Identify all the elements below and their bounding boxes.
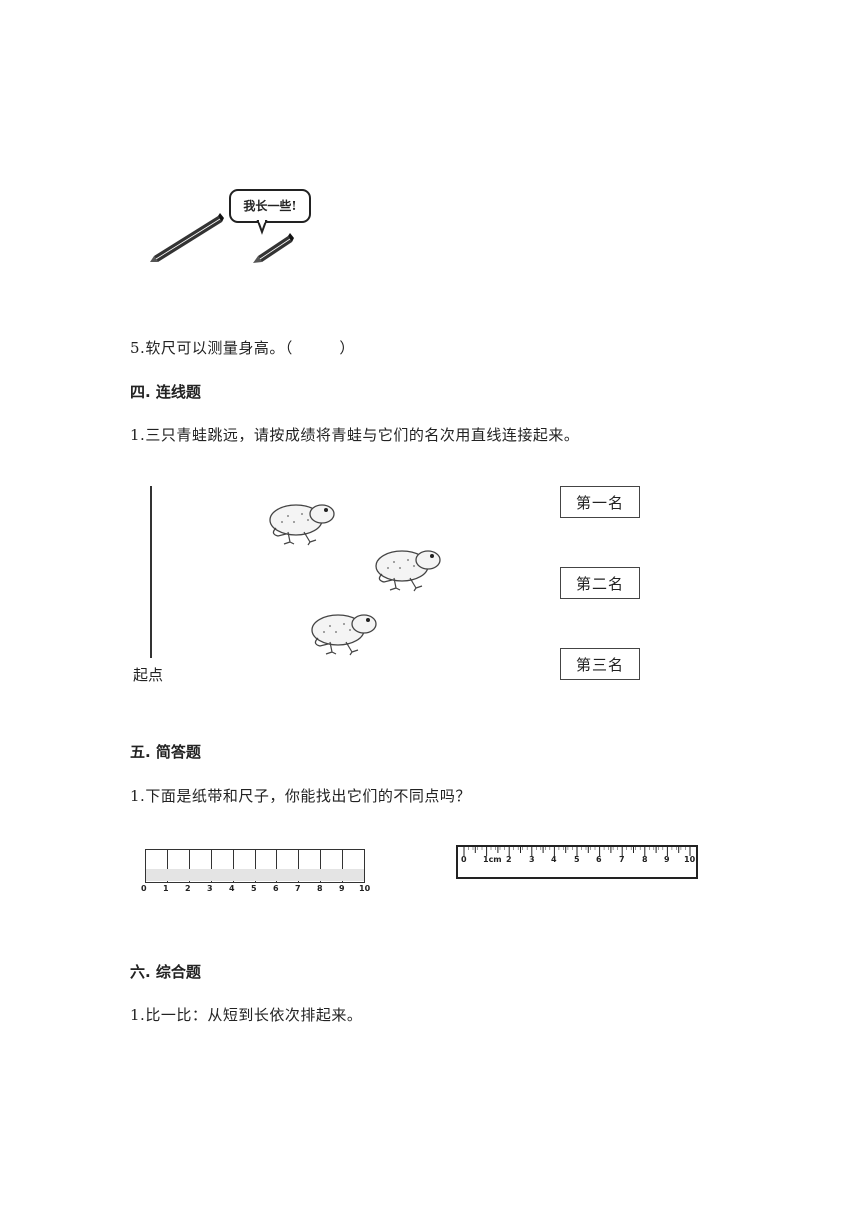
speech-bubble-text: 我长一些! <box>243 199 297 213</box>
tape-cell <box>321 850 344 882</box>
question-6-1: 1.比一比：从短到长依次排起来。 <box>130 1004 362 1025</box>
tape-cell <box>212 850 234 882</box>
tape-cell <box>299 850 322 882</box>
start-line <box>150 486 152 658</box>
tape-cell <box>277 850 300 882</box>
tape-cell <box>146 850 168 882</box>
tape-tick-label: 6 <box>273 884 279 893</box>
short-pencil <box>253 233 294 263</box>
tape-bottom-band <box>146 869 364 881</box>
frog-2 <box>375 550 441 592</box>
tape-tick-label: 3 <box>207 884 213 893</box>
tape-tick-label: 1 <box>163 884 169 893</box>
section-5-title: 五. 简答题 <box>130 743 201 761</box>
question-text: 比一比：从短到长依次排起来。 <box>145 1006 363 1024</box>
speech-bubble <box>229 189 311 235</box>
rank-box-second[interactable]: 第二名 <box>560 567 640 599</box>
tape-tick-label: 4 <box>229 884 235 893</box>
question-3-5: 5.软尺可以测量身高。（ ） <box>130 337 355 358</box>
ruler-tick-label: 4 <box>551 855 557 864</box>
tape-tick-label: 0 <box>141 884 147 893</box>
ruler-tick-label: 8 <box>642 855 648 864</box>
start-label: 起点 <box>133 666 164 684</box>
pencils-illustration <box>150 189 311 263</box>
ruler-tick-label: 3 <box>529 855 535 864</box>
question-number: 5. <box>130 339 146 357</box>
section-4-title: 四. 连线题 <box>130 383 201 401</box>
tape-tick-labels: 0 1 2 3 4 5 6 7 8 9 10 <box>141 884 371 896</box>
tape-tick-label: 2 <box>185 884 191 893</box>
tape-cell <box>256 850 278 882</box>
ruler-tick-labels: 0 1cm 2 3 4 5 6 7 8 9 10 <box>458 855 696 865</box>
paper-tape <box>145 849 365 883</box>
question-number: 1. <box>130 787 146 805</box>
tape-tick-label: 10 <box>359 884 371 893</box>
ruler-tick-label: 0 <box>461 855 467 864</box>
tape-cell <box>168 850 190 882</box>
section-6-title: 六. 综合题 <box>130 963 201 981</box>
question-number: 1. <box>130 426 146 444</box>
tape-tick-label: 7 <box>295 884 301 893</box>
ruler-tick-label: 2 <box>506 855 512 864</box>
frog-1 <box>269 504 335 546</box>
ruler-tick-label: 9 <box>664 855 670 864</box>
tape-tick-label: 5 <box>251 884 257 893</box>
tape-tick-label: 9 <box>339 884 345 893</box>
question-number: 1. <box>130 1006 146 1024</box>
rank-box-third[interactable]: 第三名 <box>560 648 640 680</box>
ruler-tick-label: 6 <box>596 855 602 864</box>
tape-tick-label: 8 <box>317 884 323 893</box>
long-pencil <box>150 213 224 262</box>
ruler-tick-label: 7 <box>619 855 625 864</box>
tape-cell <box>190 850 212 882</box>
question-4-1: 1.三只青蛙跳远，请按成绩将青蛙与它们的名次用直线连接起来。 <box>130 424 579 445</box>
frog-3 <box>311 614 377 656</box>
ruler-tick-label: 5 <box>574 855 580 864</box>
ruler-tick-label: 1cm <box>483 855 502 864</box>
ruler: 0 1cm 2 3 4 5 6 7 8 9 10 <box>456 845 698 879</box>
question-text: 下面是纸带和尺子，你能找出它们的不同点吗？ <box>145 787 471 805</box>
rank-box-first[interactable]: 第一名 <box>560 486 640 518</box>
ruler-tick-label: 10 <box>684 855 696 864</box>
tape-cell <box>234 850 256 882</box>
question-text: 三只青蛙跳远，请按成绩将青蛙与它们的名次用直线连接起来。 <box>145 426 580 444</box>
ruler-ticks <box>463 847 691 856</box>
question-text: 软尺可以测量身高。（ ） <box>145 339 355 357</box>
question-5-1: 1.下面是纸带和尺子，你能找出它们的不同点吗？ <box>130 785 471 806</box>
